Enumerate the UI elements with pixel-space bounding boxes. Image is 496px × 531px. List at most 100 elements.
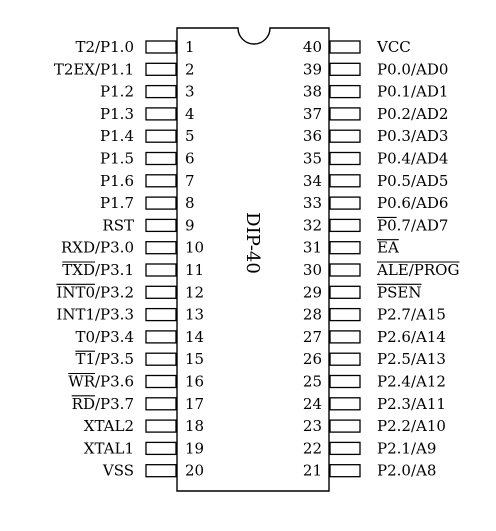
pin-9-number: 9 xyxy=(185,216,195,234)
pin-31-number: 31 xyxy=(303,239,322,257)
pin-4-label: P1.3 xyxy=(100,105,134,123)
pin-26-label: P2.5/A13 xyxy=(377,350,446,368)
pin-13-number: 13 xyxy=(185,306,204,324)
pin-36-label: P0.3/AD3 xyxy=(377,127,448,145)
pin-3-number: 3 xyxy=(185,83,195,101)
pin-25-label: P2.4/A12 xyxy=(377,373,446,391)
pin-10-number: 10 xyxy=(185,239,204,257)
pin-40-lead xyxy=(329,40,361,54)
pin-17-number: 17 xyxy=(185,395,204,413)
pin-32-lead xyxy=(329,218,361,233)
pin-33-label: P0.6/AD6 xyxy=(377,194,448,212)
pin-15-number: 15 xyxy=(185,350,204,368)
pin-18-number: 18 xyxy=(185,417,204,435)
pin-30-number: 30 xyxy=(303,261,322,279)
pin-18-label: XTAL2 xyxy=(84,417,134,435)
pin-25-lead xyxy=(329,374,361,389)
pin-35-number: 35 xyxy=(303,150,322,168)
pin-14-label: T0/P3.4 xyxy=(75,328,134,346)
pin-39-label: P0.0/AD0 xyxy=(377,60,448,78)
pin-20-lead xyxy=(145,464,177,478)
pin-1-lead xyxy=(145,40,177,54)
pin-39-number: 39 xyxy=(303,60,322,78)
pin-3-label: P1.2 xyxy=(100,83,134,101)
pin-36-lead xyxy=(329,129,361,143)
pin-5-label: P1.4 xyxy=(100,127,134,145)
pin-40-label: VCC xyxy=(376,38,411,56)
pin-8-label: P1.7 xyxy=(100,194,134,212)
pin-38-lead xyxy=(329,84,361,99)
pin-13-label: INT1/P3.3 xyxy=(56,306,134,324)
pin-4-lead xyxy=(145,107,177,121)
pin-15-label: T1/P3.5 xyxy=(75,350,134,368)
pin-6-number: 6 xyxy=(185,150,195,168)
pin-8-number: 8 xyxy=(185,194,195,212)
pin-33-number: 33 xyxy=(303,194,322,212)
pin-21-lead xyxy=(329,464,361,478)
package-label: DIP-40 xyxy=(242,212,263,274)
pin-35-lead xyxy=(329,151,361,166)
pin-27-lead xyxy=(329,330,361,344)
pin-22-label: P2.1/A9 xyxy=(377,439,436,457)
pin-34-lead xyxy=(329,174,361,188)
pin-11-number: 11 xyxy=(185,261,204,279)
pin-2-label: T2EX/P1.1 xyxy=(54,60,134,78)
pin-32-number: 32 xyxy=(303,216,322,234)
pin-8-lead xyxy=(145,196,177,210)
pin-19-number: 19 xyxy=(185,439,204,457)
pin-37-number: 37 xyxy=(303,105,322,123)
pin-29-label: PSEN xyxy=(377,283,421,301)
pin-7-lead xyxy=(145,174,177,188)
pin-29-number: 29 xyxy=(303,283,322,301)
pin-12-lead xyxy=(145,285,177,299)
pin-19-lead xyxy=(145,441,177,456)
chip-body xyxy=(176,27,330,492)
pin-9-label: RST xyxy=(102,216,134,234)
pin-37-lead xyxy=(329,107,361,121)
pin-13-lead xyxy=(145,307,177,322)
pin-12-label: INT0/P3.2 xyxy=(56,283,134,301)
pin-7-number: 7 xyxy=(185,172,195,190)
pin-25-number: 25 xyxy=(303,373,322,391)
pin-34-label: P0.5/AD5 xyxy=(377,172,448,190)
pin-28-number: 28 xyxy=(303,306,322,324)
pin-23-number: 23 xyxy=(303,417,322,435)
pin-34-number: 34 xyxy=(303,172,322,190)
pin-24-lead xyxy=(329,397,361,411)
pin-29-lead xyxy=(329,285,361,299)
pin-27-label: P2.6/A14 xyxy=(377,328,446,346)
pin-28-lead xyxy=(329,307,361,322)
pin-11-label: TXD/P3.1 xyxy=(62,261,134,279)
pin-11-lead xyxy=(145,263,177,277)
pin-22-number: 22 xyxy=(303,439,322,457)
pin-22-lead xyxy=(329,441,361,456)
pin-1-label: T2/P1.0 xyxy=(75,38,134,56)
pin-20-number: 20 xyxy=(185,462,204,480)
pin-5-lead xyxy=(145,129,177,143)
pin-26-lead xyxy=(329,352,361,366)
pin-17-lead xyxy=(145,397,177,411)
pin-16-number: 16 xyxy=(185,373,204,391)
pin-21-label: P2.0/A8 xyxy=(377,462,436,480)
pin-12-number: 12 xyxy=(185,283,204,301)
pin-31-lead xyxy=(329,241,361,255)
pin-19-label: XTAL1 xyxy=(84,439,134,457)
pin-24-number: 24 xyxy=(303,395,322,413)
pin-30-lead xyxy=(329,263,361,277)
pin-31-label: EA xyxy=(377,239,399,257)
pin-40-number: 40 xyxy=(303,38,322,56)
pin-3-lead xyxy=(145,84,177,99)
pin-23-lead xyxy=(329,419,361,433)
pin-18-lead xyxy=(145,419,177,433)
pin-6-label: P1.5 xyxy=(100,150,134,168)
pin-10-lead xyxy=(145,241,177,255)
pin-20-label: VSS xyxy=(102,462,134,480)
pin-1-number: 1 xyxy=(185,38,195,56)
pin-38-number: 38 xyxy=(303,83,322,101)
pin-7-label: P1.6 xyxy=(100,172,134,190)
pin-16-label: WR/P3.6 xyxy=(68,373,134,391)
pin-21-number: 21 xyxy=(303,462,322,480)
pin-5-number: 5 xyxy=(185,127,195,145)
pin-14-number: 14 xyxy=(185,328,204,346)
